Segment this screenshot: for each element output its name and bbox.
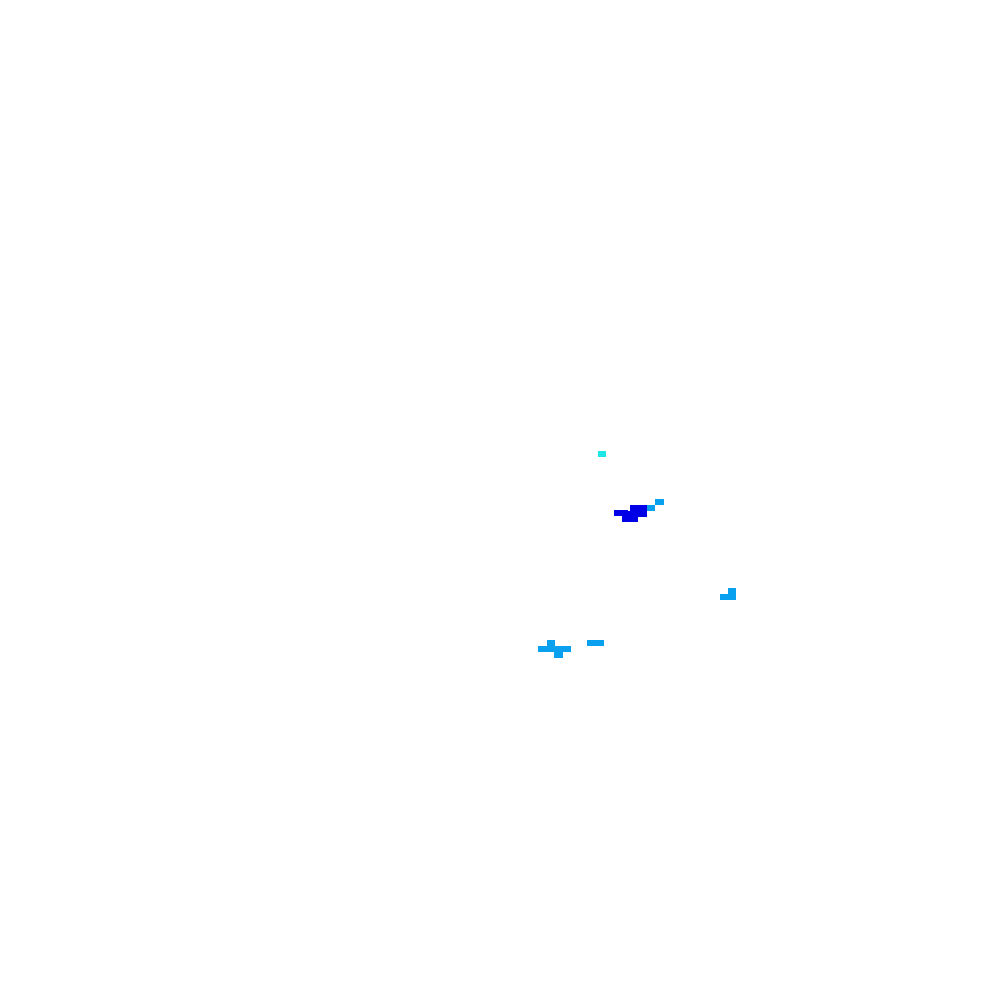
map-cell — [587, 640, 604, 646]
map-cell — [728, 588, 736, 594]
cell-group-center-cluster — [614, 499, 664, 522]
map-cell — [554, 652, 563, 658]
cell-group-right — [720, 588, 736, 600]
map-cell — [547, 640, 555, 646]
map-cell — [655, 499, 664, 505]
map-cell — [598, 451, 606, 457]
map-cell — [646, 505, 655, 511]
map-cell — [630, 505, 647, 511]
map-cell — [622, 511, 647, 517]
map-cell — [614, 510, 628, 516]
map-cell — [720, 594, 736, 600]
cell-group-lower — [538, 640, 604, 658]
map-cell — [622, 516, 638, 522]
map-cell — [538, 646, 571, 652]
cell-group-cyan — [598, 451, 606, 457]
